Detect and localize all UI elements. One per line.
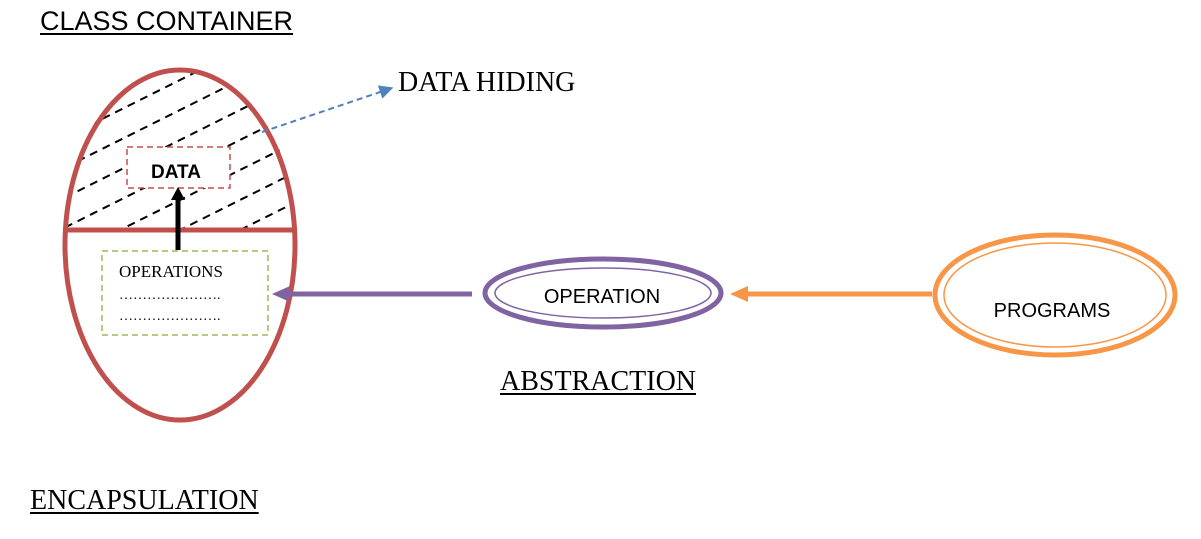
- class-container-title: CLASS CONTAINER: [40, 6, 294, 36]
- abstraction-title: ABSTRACTION: [500, 366, 697, 397]
- data-hiding-arrow: [261, 85, 394, 133]
- data-label: DATA: [151, 162, 201, 183]
- operation-node-outer: [482, 256, 724, 330]
- encapsulation-title: ENCAPSULATION: [30, 485, 259, 516]
- data-access-arrowhead: [171, 187, 185, 200]
- abstraction-arrowhead: [272, 286, 290, 302]
- operations-line-2: ………………….: [119, 309, 221, 324]
- data-hiding-label: DATA HIDING: [398, 67, 576, 98]
- operation-label: OPERATION: [544, 286, 660, 308]
- operations-box: [101, 250, 269, 336]
- programs-node-outer: [932, 232, 1178, 358]
- programs-label: PROGRAMS: [994, 300, 1111, 322]
- class-container-ellipse: [62, 67, 298, 423]
- operations-label: OPERATIONS: [119, 262, 223, 281]
- operations-line-1: ………………….: [119, 288, 221, 303]
- operation-node-inner: [494, 267, 712, 319]
- programs-arrowhead: [730, 286, 748, 302]
- programs-node-inner: [943, 242, 1167, 348]
